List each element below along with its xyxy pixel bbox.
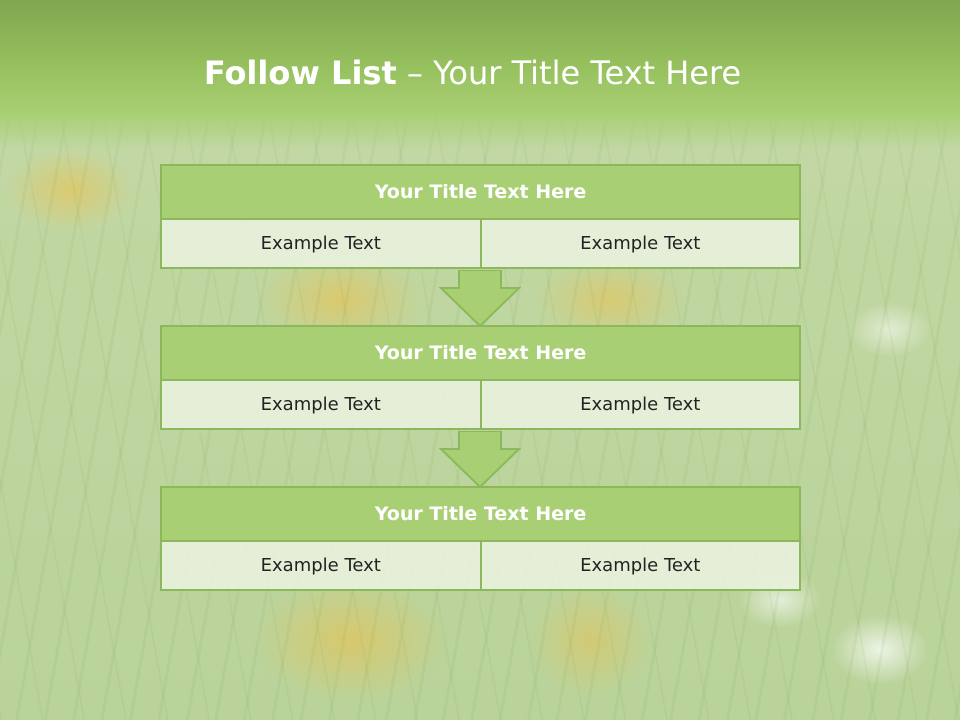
block-title: Your Title Text Here: [160, 164, 801, 220]
list-block-1: Your Title Text Here Example Text Exampl…: [160, 164, 801, 269]
slide-title: Follow List – Your Title Text Here: [0, 54, 945, 92]
block-cell-right: Example Text: [479, 220, 799, 267]
title-rest: – Your Title Text Here: [406, 54, 742, 92]
block-cell-left: Example Text: [162, 381, 480, 428]
block-title: Your Title Text Here: [160, 486, 801, 542]
title-bold: Follow List: [203, 54, 397, 92]
block-row: Example Text Example Text: [160, 220, 801, 269]
down-arrow-icon: [439, 270, 521, 328]
block-cell-right: Example Text: [479, 381, 799, 428]
header-band: [0, 0, 960, 150]
block-row: Example Text Example Text: [160, 542, 801, 591]
down-arrow-icon: [439, 431, 521, 489]
list-block-3: Your Title Text Here Example Text Exampl…: [160, 486, 801, 591]
block-cell-left: Example Text: [162, 220, 480, 267]
list-block-2: Your Title Text Here Example Text Exampl…: [160, 325, 801, 430]
block-cell-right: Example Text: [479, 542, 799, 589]
block-row: Example Text Example Text: [160, 381, 801, 430]
block-title: Your Title Text Here: [160, 325, 801, 381]
block-cell-left: Example Text: [162, 542, 480, 589]
